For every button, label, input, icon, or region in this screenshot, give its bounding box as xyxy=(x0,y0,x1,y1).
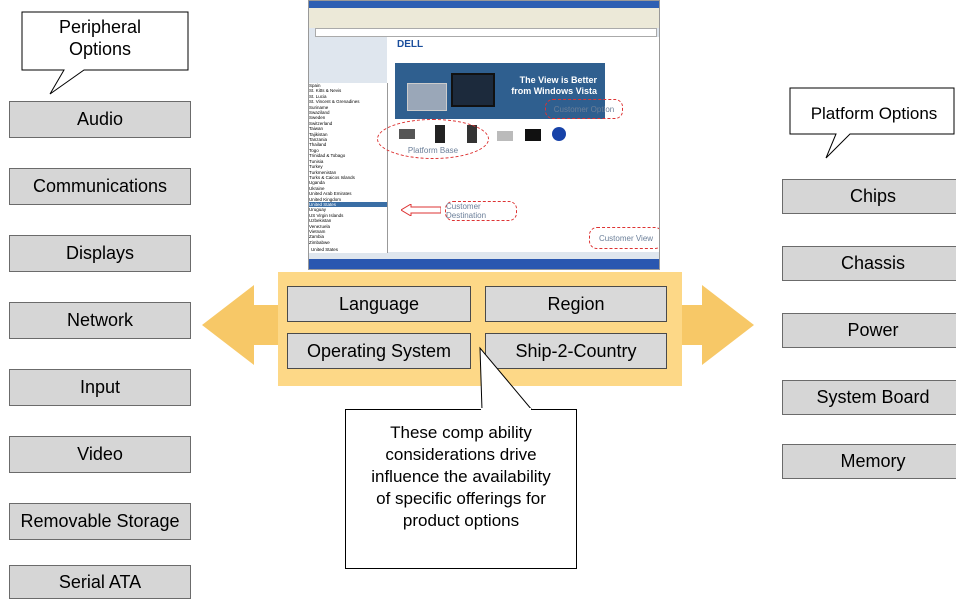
compatibility-note: These comp ability considerations drive … xyxy=(345,409,577,569)
country-item[interactable]: Tunisia xyxy=(309,158,324,164)
customer-view-label: Customer View xyxy=(598,233,654,243)
peripheral-removable-storage: Removable Storage xyxy=(9,503,191,540)
customer-view-annotation: Customer View xyxy=(589,227,659,249)
country-item[interactable]: Thailand xyxy=(309,142,327,148)
peripheral-displays: Displays xyxy=(9,235,191,272)
country-item[interactable]: Uruguay xyxy=(309,207,327,213)
browser-address-bar xyxy=(315,28,657,37)
platform-memory: Memory xyxy=(782,444,956,479)
country-item[interactable]: Vietnam xyxy=(309,228,326,234)
country-item[interactable]: Suriname xyxy=(309,104,329,110)
compat-ship-2-country: Ship-2-Country xyxy=(485,333,667,369)
platform-power: Power xyxy=(782,313,956,348)
platform-base-annotation: Platform Base xyxy=(377,119,489,159)
support-icon xyxy=(552,127,566,141)
peripheral-audio: Audio xyxy=(9,101,191,138)
peripheral-callout-shape xyxy=(21,11,189,95)
note-pointer-cover xyxy=(481,408,531,412)
country-item[interactable]: Turkmenistan xyxy=(309,169,337,175)
display-icon xyxy=(525,129,541,141)
country-item[interactable]: Uganda xyxy=(309,180,325,186)
browser-titlebar xyxy=(309,1,659,8)
country-item[interactable]: United Arab Emirates xyxy=(309,191,352,197)
country-item[interactable]: St. Lucia xyxy=(309,93,327,99)
country-item[interactable]: Trinidad & Tobago xyxy=(309,153,346,159)
printer-icon xyxy=(497,131,513,141)
taskbar xyxy=(309,259,659,269)
customer-destination-label: Customer Destination xyxy=(446,202,487,220)
country-item[interactable]: US Virgin Islands xyxy=(309,212,344,218)
compat-language: Language xyxy=(287,286,471,322)
country-item[interactable]: Turks & Caicos Islands xyxy=(309,174,355,180)
peripheral-options-title-text: Peripheral Options xyxy=(58,17,142,59)
customer-option-label: Customer Option xyxy=(553,104,615,114)
dell-page: DELL The View is Better from Windows Vis… xyxy=(387,37,659,252)
peripheral-video: Video xyxy=(9,436,191,473)
note-pointer xyxy=(479,346,534,411)
country-item[interactable]: United Kingdom xyxy=(309,196,342,202)
customer-option-annotation: Customer Option xyxy=(545,99,623,119)
peripheral-communications: Communications xyxy=(9,168,191,205)
dell-hero-banner: The View is Better from Windows Vista xyxy=(395,63,605,119)
platform-base-label: Platform Base xyxy=(407,146,459,155)
country-item[interactable]: Tanzania xyxy=(309,137,328,143)
compatibility-note-text: These comp ability considerations drive … xyxy=(371,423,551,530)
platform-callout-shape xyxy=(789,87,955,159)
country-item[interactable]: Venezuela xyxy=(309,223,331,229)
compat-region: Region xyxy=(485,286,667,322)
peripheral-options-title: Peripheral Options xyxy=(40,16,160,60)
hero-line2: from Windows Vista xyxy=(511,86,597,96)
platform-chips: Chips xyxy=(782,179,956,214)
country-item[interactable]: Spain xyxy=(309,83,321,88)
destination-arrow-icon xyxy=(401,204,441,216)
peripheral-input: Input xyxy=(9,369,191,406)
country-item[interactable]: St. Kitts & Nevis xyxy=(309,88,342,94)
country-item[interactable]: Switzerland xyxy=(309,120,333,126)
country-item[interactable]: Turkey xyxy=(309,164,323,170)
country-item[interactable]: United States xyxy=(309,201,387,208)
country-bottom: United States xyxy=(311,247,339,252)
laptop-image xyxy=(407,83,447,111)
hero-line1: The View is Better xyxy=(519,75,597,85)
dell-website-screenshot: DELL The View is Better from Windows Vis… xyxy=(308,0,660,270)
country-item[interactable]: Swaziland xyxy=(309,110,330,116)
compat-operating-system: Operating System xyxy=(287,333,471,369)
platform-options-title: Platform Options xyxy=(810,104,938,123)
platform-system-board: System Board xyxy=(782,380,956,415)
platform-chassis: Chassis xyxy=(782,246,956,281)
country-item[interactable]: Taiwan xyxy=(309,126,324,132)
country-item[interactable]: Sweden xyxy=(309,115,326,121)
customer-destination-annotation: Customer Destination xyxy=(445,201,517,221)
country-item[interactable]: St. Vincent & Grenadines xyxy=(309,99,360,105)
country-item[interactable]: Zambia xyxy=(309,234,325,240)
peripheral-network: Network xyxy=(9,302,191,339)
country-item[interactable]: Tajikistan xyxy=(309,131,328,137)
browser-toolbar xyxy=(309,8,659,28)
dell-logo: DELL xyxy=(397,39,424,50)
country-item[interactable]: Togo xyxy=(309,147,319,153)
country-item[interactable]: Ukraine xyxy=(309,185,325,191)
monitor-image xyxy=(451,73,495,107)
peripheral-serial-ata: Serial ATA xyxy=(9,565,191,599)
country-item[interactable]: Uzbekistan xyxy=(309,218,332,224)
country-item[interactable]: Zimbabwe xyxy=(309,239,330,245)
